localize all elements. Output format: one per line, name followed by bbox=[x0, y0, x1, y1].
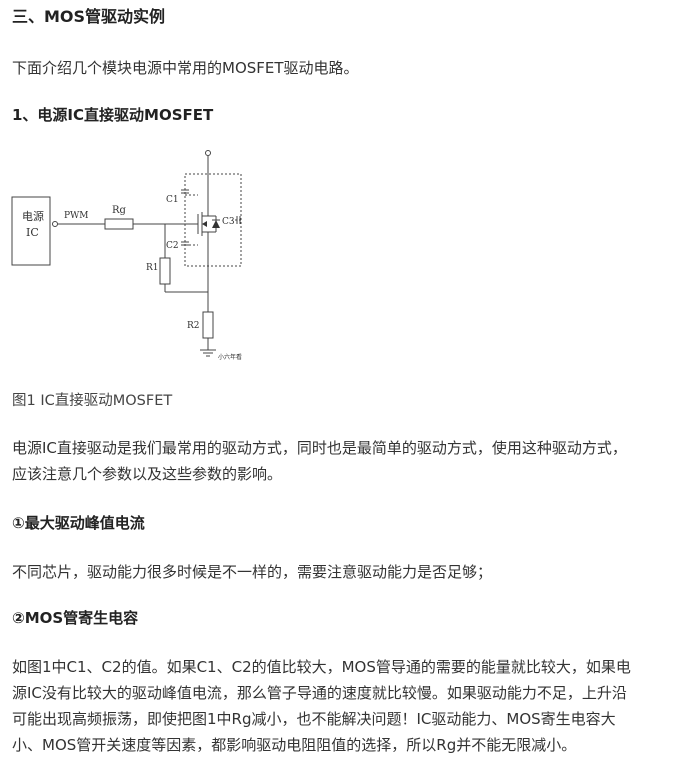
rg-resistor bbox=[104, 218, 134, 230]
r1-label: R1 bbox=[146, 263, 159, 273]
rg-label: Rg bbox=[112, 205, 127, 216]
section-title: 三、MOS管驱动实例 bbox=[12, 7, 166, 26]
paragraph-3: 如图1中C1、C2的值。如果C1、C2的值比较大，MOS管导通的需要的能量就比较… bbox=[12, 654, 631, 758]
paragraph-3-line-2: 源IC没有比较大的驱动峰值电流，那么管子导通的速度就比较慢。如果驱动能力不足，上… bbox=[12, 684, 627, 702]
figure-caption: 图1 IC直接驱动MOSFET bbox=[12, 393, 173, 409]
r2-resistor bbox=[202, 311, 214, 339]
ic-box bbox=[11, 196, 51, 266]
paragraph-3-line-4: 小、MOS管开关速度等因素，都影响驱动电阻阻值的选择，所以Rg并不能无限减小。 bbox=[12, 736, 577, 754]
watermark: 小六年看 bbox=[218, 353, 242, 361]
vcc-node bbox=[205, 150, 211, 156]
paragraph-3-line-3: 可能出现高频振荡，即使把图1中Rg减小，也不能解决问题！IC驱动能力、MOS寄生… bbox=[12, 710, 616, 728]
paragraph-1-line-1: 电源IC直接驱动是我们最常用的驱动方式，同时也是最简单的驱动方式，使用这种驱动方… bbox=[12, 439, 627, 457]
mosfet-arrow bbox=[202, 221, 207, 227]
c3-label: C3 bbox=[222, 217, 235, 227]
subsection-title: 1、电源IC直接驱动MOSFET bbox=[12, 106, 214, 124]
r2-label: R2 bbox=[187, 321, 200, 331]
r1-resistor bbox=[159, 257, 171, 285]
paragraph-1: 电源IC直接驱动是我们最常用的驱动方式，同时也是最简单的驱动方式，使用这种驱动方… bbox=[12, 435, 627, 487]
paragraph-1-line-2: 应该注意几个参数以及这些参数的影响。 bbox=[12, 465, 283, 483]
heading-peak-current: ①最大驱动峰值电流 bbox=[12, 514, 145, 532]
ic-label-line1: 电源 bbox=[22, 209, 44, 223]
pwm-label: PWM bbox=[64, 211, 89, 221]
c1-label: C1 bbox=[166, 195, 179, 205]
c2-label: C2 bbox=[166, 241, 179, 251]
pwm-node bbox=[52, 221, 58, 227]
diode-triangle bbox=[212, 220, 220, 228]
circuit-diagram: 电源 IC PWM Rg C1 C2 C3 R1 R2 小六年看 bbox=[11, 150, 242, 361]
heading-parasitic-capacitance: ②MOS管寄生电容 bbox=[12, 609, 139, 627]
paragraph-3-line-1: 如图1中C1、C2的值。如果C1、C2的值比较大，MOS管导通的需要的能量就比较… bbox=[12, 658, 631, 676]
ic-label-line2: IC bbox=[26, 226, 39, 239]
paragraph-2: 不同芯片，驱动能力很多时候是不一样的，需要注意驱动能力是否足够； bbox=[12, 563, 493, 581]
intro-paragraph: 下面介绍几个模块电源中常用的MOSFET驱动电路。 bbox=[12, 59, 359, 77]
